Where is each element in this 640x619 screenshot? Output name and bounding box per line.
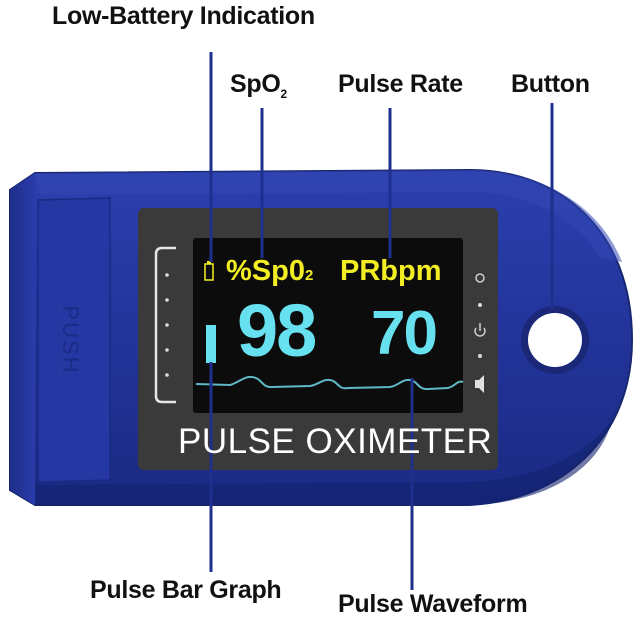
speaker-icon: [475, 375, 484, 393]
battery-icon: [204, 261, 214, 281]
pr-value: 70: [371, 299, 438, 368]
device-ridge: [35, 170, 622, 262]
callout-button: Button: [511, 70, 590, 98]
power-icon: [474, 323, 486, 337]
device-name-label: PULSE OXIMETER: [178, 422, 493, 461]
device-grip-panel: [37, 197, 111, 483]
left-bracket: [154, 246, 176, 404]
device-side-grip: [10, 173, 35, 505]
callout-pulse-rate: Pulse Rate: [338, 70, 463, 98]
spo2-display-label: %Sp02: [226, 255, 314, 287]
pr-display-label: PRbpm: [340, 255, 442, 287]
dot-icon: [165, 373, 169, 377]
dot-icon: [165, 348, 169, 352]
circle-icon: [475, 273, 485, 283]
callout-spo2: SpO2: [230, 70, 287, 101]
pulse-bar-graph: [206, 325, 216, 363]
callout-low-battery: Low-Battery Indication: [52, 2, 315, 30]
power-button[interactable]: [528, 313, 582, 367]
callout-pulse-bar-graph: Pulse Bar Graph: [90, 576, 282, 604]
dot-icon: [478, 303, 482, 307]
device-bottom-shade: [35, 420, 612, 505]
dot-icon: [165, 298, 169, 302]
display-panel: [193, 238, 463, 413]
dot-icon: [165, 273, 169, 277]
dot-icon: [478, 354, 482, 358]
callout-pulse-waveform: Pulse Waveform: [338, 590, 528, 618]
spo2-value: 98: [237, 289, 317, 372]
pulse-waveform: [195, 375, 464, 391]
push-label: PUSH: [58, 305, 83, 374]
dot-icon: [165, 323, 169, 327]
